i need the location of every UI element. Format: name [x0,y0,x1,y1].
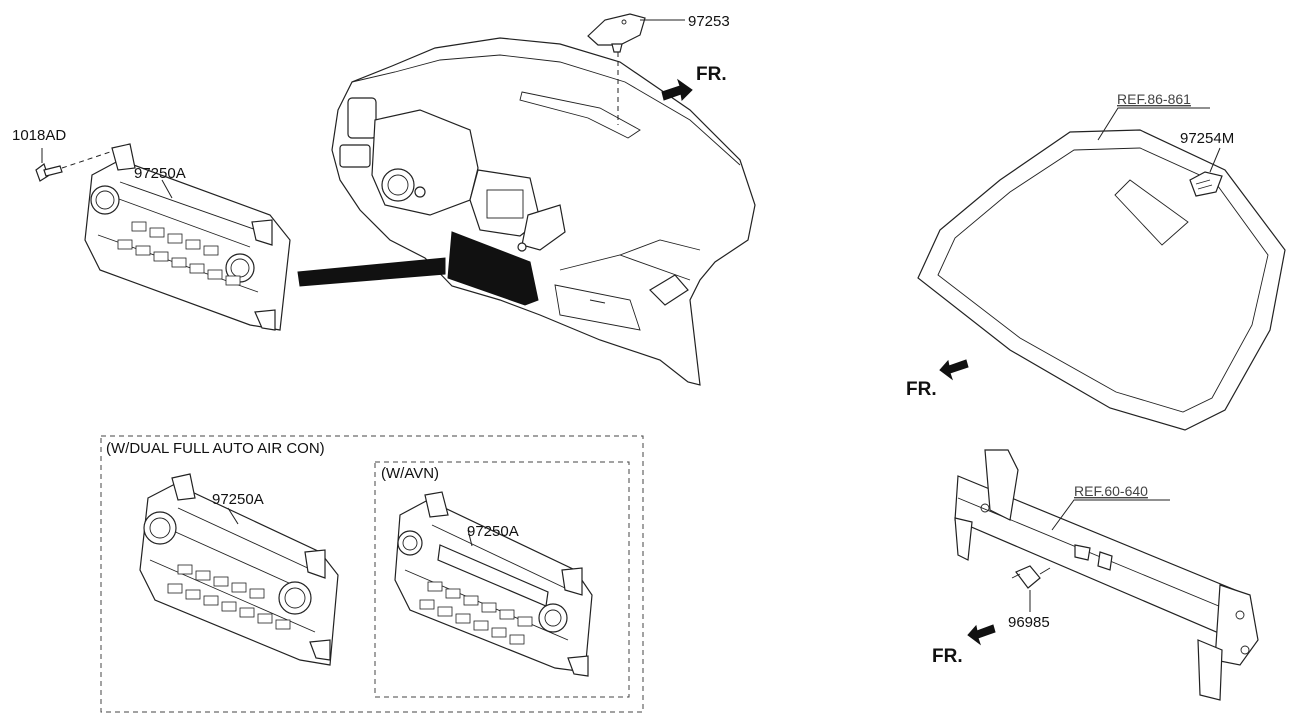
label-front-top: FR. [696,64,727,85]
label-front-crossbar: FR. [932,646,963,667]
climate-panel-avn [394,491,593,677]
label-avn-panel: 97250A [467,523,519,540]
dashboard-drawing [297,37,756,386]
ref-crossbar: REF.60-640 [1074,483,1148,499]
box-title-avn: (W/AVN) [381,465,439,482]
crossbar-drawing [954,449,1259,701]
box-title-dual: (W/DUAL FULL AUTO AIR CON) [106,440,325,457]
windshield-drawing [917,107,1286,431]
screw-drawing [35,148,111,182]
label-main-panel: 97250A [134,165,186,182]
label-sensor-cover: 97253 [688,13,730,30]
front-arrow-windshield-icon [939,359,969,381]
label-front-windshield: FR. [906,379,937,400]
ref-windshield: REF.86-861 [1117,91,1191,107]
dual-auto-option-box [100,435,644,713]
front-arrow-crossbar-icon [967,624,996,646]
humidity-sensor-drawing [1189,147,1223,197]
sensor-96985-drawing [1011,565,1051,612]
avn-option-box [374,461,630,698]
panel-main-buttons [117,221,241,286]
sensor-cover-drawing [587,13,685,125]
front-arrow-top-icon [661,78,693,102]
climate-panel-dual [139,473,339,666]
label-sensor-96985: 96985 [1008,614,1050,631]
label-humidity-sensor: 97254M [1180,130,1234,147]
label-dual-panel: 97250A [212,491,264,508]
climate-panel-main [84,143,291,331]
label-screw: 1018AD [12,127,66,144]
